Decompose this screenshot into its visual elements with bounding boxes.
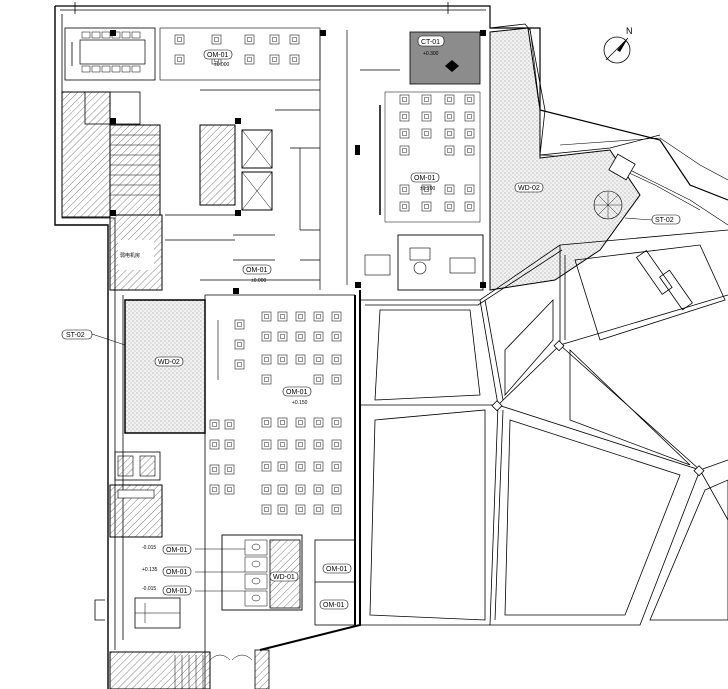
svg-text:CT-01: CT-01 <box>421 39 440 46</box>
svg-text:±0.000: ±0.000 <box>214 62 229 68</box>
svg-text:+0.300: +0.300 <box>423 51 439 57</box>
svg-text:OM-01: OM-01 <box>166 569 188 576</box>
center-workstations <box>360 69 481 223</box>
svg-text:WD-01: WD-01 <box>273 574 295 581</box>
svg-text:ST-02: ST-02 <box>655 217 674 224</box>
restrooms: OM-01 -0.015 OM-01 +0.135 OM-01 -0.015 W… <box>142 534 303 611</box>
tag-om-mid: OM-01 ±0.000 <box>242 264 272 284</box>
svg-text:±0.000: ±0.000 <box>251 278 266 284</box>
svg-text:ST-02: ST-02 <box>66 332 85 339</box>
ct-room: CT-01 +0.300 <box>409 31 481 85</box>
small-offices: OM-01 OM-01 <box>314 539 356 626</box>
svg-text:OM-01: OM-01 <box>166 588 188 595</box>
service-rooms <box>109 451 181 629</box>
corridor <box>165 30 348 290</box>
server-room-label: 弱电机房 <box>120 252 140 259</box>
svg-text:WD-02: WD-02 <box>158 359 180 366</box>
top-workstations <box>159 27 321 81</box>
manager-office <box>364 234 484 291</box>
svg-text:+0.150: +0.150 <box>292 400 308 406</box>
svg-text:+0.135: +0.135 <box>142 567 158 573</box>
svg-text:OM-01: OM-01 <box>326 566 348 573</box>
stair-core: 弱电机房 <box>61 91 273 291</box>
bottom-stair <box>109 649 270 689</box>
glass-roof <box>360 229 728 626</box>
open-office: OM-01 +0.150 <box>204 294 356 689</box>
svg-text:OM-01: OM-01 <box>323 602 345 609</box>
right-terrace: WD-02 ST-02 <box>489 27 693 311</box>
svg-text:WD-02: WD-02 <box>518 185 540 192</box>
svg-text:±0.200: ±0.200 <box>420 186 435 192</box>
meeting-room <box>64 27 156 81</box>
north-label: N <box>626 26 633 36</box>
svg-text:OM-01: OM-01 <box>286 389 308 396</box>
left-terrace: WD-02 ST-02 <box>61 295 206 640</box>
north-arrow: N <box>603 26 633 64</box>
svg-text:OM-01: OM-01 <box>246 267 268 274</box>
svg-text:OM-01: OM-01 <box>207 52 229 59</box>
svg-text:-0.015: -0.015 <box>142 545 156 551</box>
tag-om-top: OM-01 ±0.000 <box>203 49 233 68</box>
svg-text:-0.015: -0.015 <box>142 586 156 592</box>
svg-text:OM-01: OM-01 <box>414 175 436 182</box>
tag-om-center: OM-01 ±0.200 <box>410 172 440 192</box>
svg-text:OM-01: OM-01 <box>166 547 188 554</box>
